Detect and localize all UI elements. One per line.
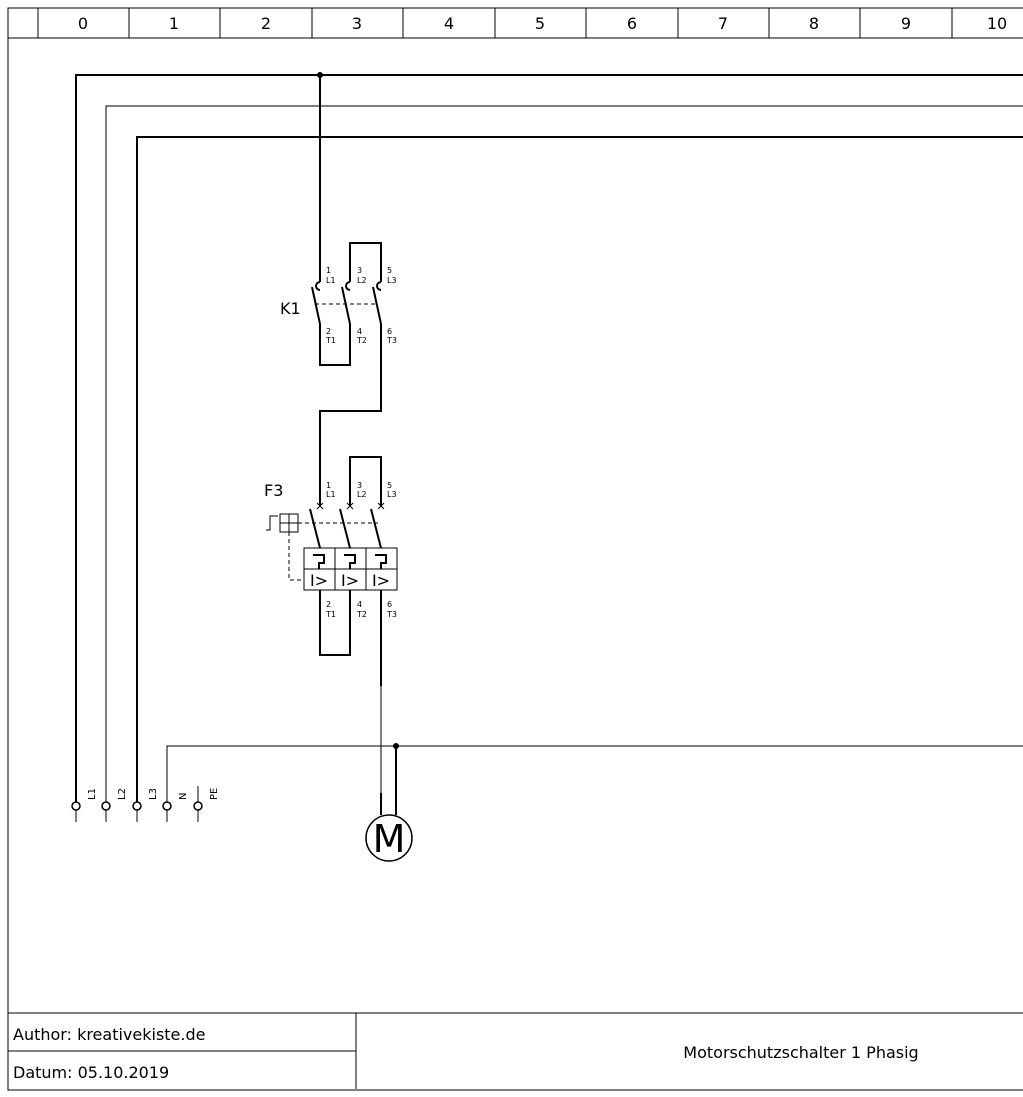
f3-terminal-number: 3 bbox=[357, 481, 362, 490]
k1-terminal-name: L3 bbox=[387, 276, 397, 285]
motor: M bbox=[365, 686, 413, 862]
k1-terminal-name: L1 bbox=[326, 276, 336, 285]
column-label: 5 bbox=[535, 14, 545, 33]
k1-terminal-number: 2 bbox=[326, 327, 331, 336]
f3-terminal-number: 5 bbox=[387, 481, 392, 490]
column-label: 7 bbox=[718, 14, 728, 33]
f3-terminal-name: T1 bbox=[325, 610, 336, 619]
trip-symbol: I> bbox=[310, 571, 328, 590]
f3-terminal-number: 1 bbox=[326, 481, 331, 490]
terminal-label: L1 bbox=[87, 788, 98, 800]
contactor-k1: K1 1 L1 3 L2 5 L3 2 T1 4 T2 6 T3 bbox=[280, 75, 397, 505]
f3-terminal-number: 6 bbox=[387, 600, 392, 609]
drawing-frame bbox=[7, 7, 1023, 1091]
column-label: 8 bbox=[809, 14, 819, 33]
column-label: 2 bbox=[261, 14, 271, 33]
f3-terminal-number: 4 bbox=[357, 600, 362, 609]
junction-dot bbox=[393, 743, 399, 749]
column-label: 6 bbox=[627, 14, 637, 33]
title-block: Author: kreativekiste.de Datum: 05.10.20… bbox=[8, 1012, 1023, 1089]
terminal-label: PE bbox=[209, 788, 220, 800]
f3-terminal-name: T3 bbox=[386, 610, 397, 619]
drawing-title: Motorschutzschalter 1 Phasig bbox=[683, 1043, 918, 1062]
date-label: Datum: 05.10.2019 bbox=[13, 1063, 169, 1082]
f3-terminal-name: L3 bbox=[387, 490, 397, 499]
motor-circle bbox=[365, 814, 413, 862]
column-label: 4 bbox=[444, 14, 454, 33]
rail-l3 bbox=[136, 136, 1023, 802]
column-label: 0 bbox=[78, 14, 88, 33]
trip-symbol: I> bbox=[341, 571, 359, 590]
column-label: 9 bbox=[901, 14, 911, 33]
f3-terminal-number: 2 bbox=[326, 600, 331, 609]
motor-label: M bbox=[373, 817, 406, 861]
k1-terminal-name: T2 bbox=[356, 336, 367, 345]
terminal-label: N bbox=[178, 793, 189, 800]
column-label: 1 bbox=[169, 14, 179, 33]
rail-l2 bbox=[105, 105, 1023, 802]
rail-n bbox=[166, 745, 1023, 802]
motor-protection-f3: I> I> I> F3 1 L1 3 L2 5 L3 2 T1 4 T2 6 T… bbox=[264, 456, 398, 686]
column-label: 3 bbox=[352, 14, 362, 33]
column-ruler: 0 1 2 3 4 5 6 7 8 9 10 bbox=[8, 8, 1023, 39]
k1-terminal-number: 4 bbox=[357, 327, 362, 336]
f3-terminal-name: T2 bbox=[356, 610, 367, 619]
rail-l1 bbox=[75, 74, 1023, 802]
k1-terminal-name: T1 bbox=[325, 336, 336, 345]
supply-rails bbox=[75, 72, 1023, 802]
k1-terminal-number: 3 bbox=[357, 266, 362, 275]
f3-terminal-name: L2 bbox=[357, 490, 367, 499]
supply-terminals: L1 L2 L3 N PE bbox=[71, 786, 220, 822]
f3-reference: F3 bbox=[264, 481, 283, 500]
author-label: Author: kreativekiste.de bbox=[13, 1025, 205, 1044]
terminal-label: L3 bbox=[148, 788, 159, 800]
k1-terminal-number: 6 bbox=[387, 327, 392, 336]
k1-terminal-number: 5 bbox=[387, 266, 392, 275]
column-label: 10 bbox=[987, 14, 1007, 33]
k1-terminal-name: L2 bbox=[357, 276, 367, 285]
k1-terminal-number: 1 bbox=[326, 266, 331, 275]
trip-symbol: I> bbox=[372, 571, 390, 590]
k1-reference: K1 bbox=[280, 299, 301, 318]
terminal-label: L2 bbox=[117, 788, 128, 800]
k1-terminal-name: T3 bbox=[386, 336, 397, 345]
f3-terminal-name: L1 bbox=[326, 490, 336, 499]
